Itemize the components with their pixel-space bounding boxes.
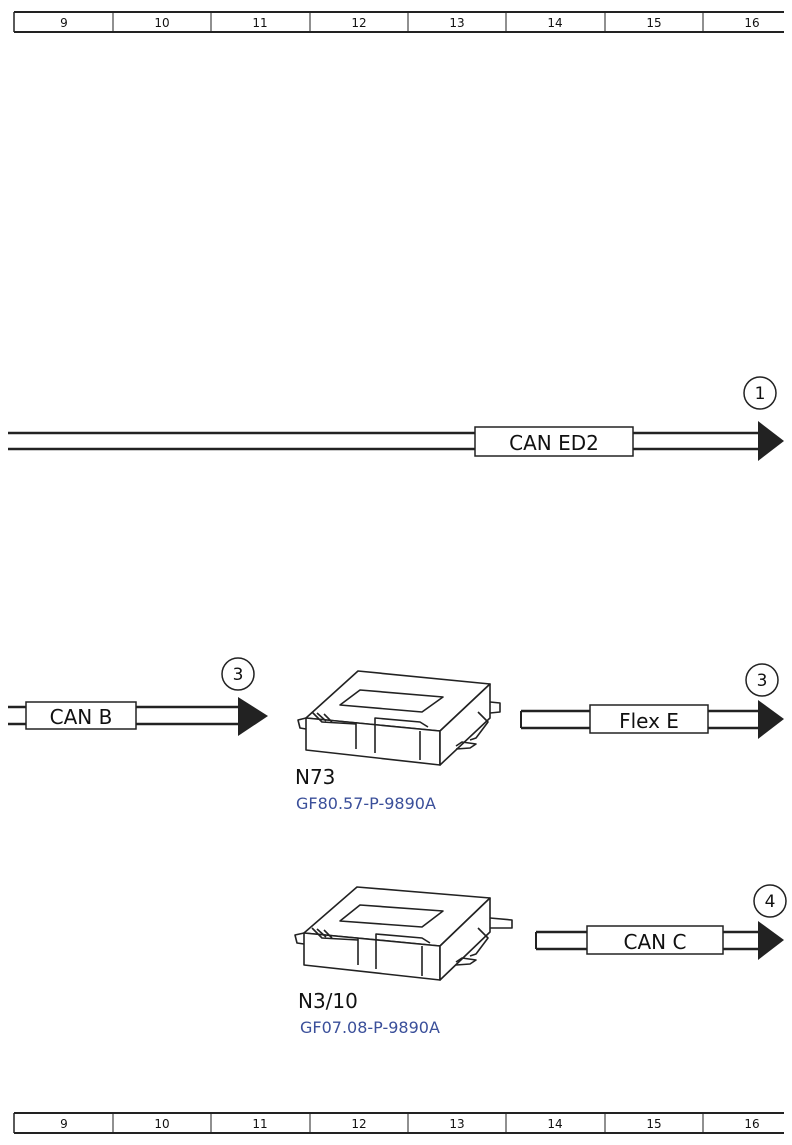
component-code-n3-10: N3/10 xyxy=(298,989,358,1013)
component-ref-link-n73[interactable]: GF80.57-P-9890A xyxy=(296,794,436,813)
connector-ref-3b: 3 xyxy=(757,671,768,691)
bus-can-b: CAN B 3 xyxy=(8,657,268,736)
component-ref-link-n3-10[interactable]: GF07.08-P-9890A xyxy=(300,1018,440,1037)
module-n73-icon xyxy=(297,670,501,766)
bus-label-can-b: CAN B xyxy=(50,705,113,729)
ruler-top-16: 16 xyxy=(744,16,759,30)
ruler-top-10: 10 xyxy=(154,16,169,30)
ruler-top-13: 13 xyxy=(449,16,464,30)
ruler-bottom-15: 15 xyxy=(646,1117,661,1131)
connector-ref-1: 1 xyxy=(755,384,766,404)
bus-label-can-c: CAN C xyxy=(624,930,687,954)
ruler-bottom-10: 10 xyxy=(154,1117,169,1131)
ruler-bottom-9: 9 xyxy=(60,1117,68,1131)
connector-ref-circle xyxy=(221,657,255,691)
connector-ref-3: 3 xyxy=(233,665,244,685)
bottom-ruler: 9 10 11 12 13 14 15 16 xyxy=(13,1112,784,1134)
connector-ref-circle xyxy=(745,663,779,697)
arrowhead-icon xyxy=(758,921,784,960)
connector-ref-circle xyxy=(743,376,777,410)
ruler-bottom-11: 11 xyxy=(252,1117,267,1131)
connector-ref-circle xyxy=(753,884,787,918)
bus-can-c: CAN C 4 xyxy=(535,884,787,960)
bus-can-ed2: CAN ED2 1 xyxy=(8,376,784,461)
arrowhead-icon xyxy=(758,700,784,739)
ruler-top-15: 15 xyxy=(646,16,661,30)
top-ruler: 9 10 11 12 13 14 15 16 xyxy=(13,11,784,33)
module-n3-10-icon xyxy=(294,886,513,981)
component-code-n73: N73 xyxy=(295,765,335,789)
arrowhead-icon xyxy=(238,697,268,736)
ruler-bottom-12: 12 xyxy=(351,1117,366,1131)
bus-flex-e: Flex E 3 xyxy=(520,663,784,739)
ruler-top-12: 12 xyxy=(351,16,366,30)
ruler-bottom-14: 14 xyxy=(547,1117,562,1131)
ruler-top-14: 14 xyxy=(547,16,562,30)
connector-ref-4: 4 xyxy=(765,892,776,912)
ruler-bottom-13: 13 xyxy=(449,1117,464,1131)
ruler-top-9: 9 xyxy=(60,16,68,30)
ruler-bottom-16: 16 xyxy=(744,1117,759,1131)
bus-label-flex-e: Flex E xyxy=(619,709,679,733)
arrowhead-icon xyxy=(758,421,784,461)
bus-label-can-ed2: CAN ED2 xyxy=(509,431,599,455)
ruler-top-11: 11 xyxy=(252,16,267,30)
